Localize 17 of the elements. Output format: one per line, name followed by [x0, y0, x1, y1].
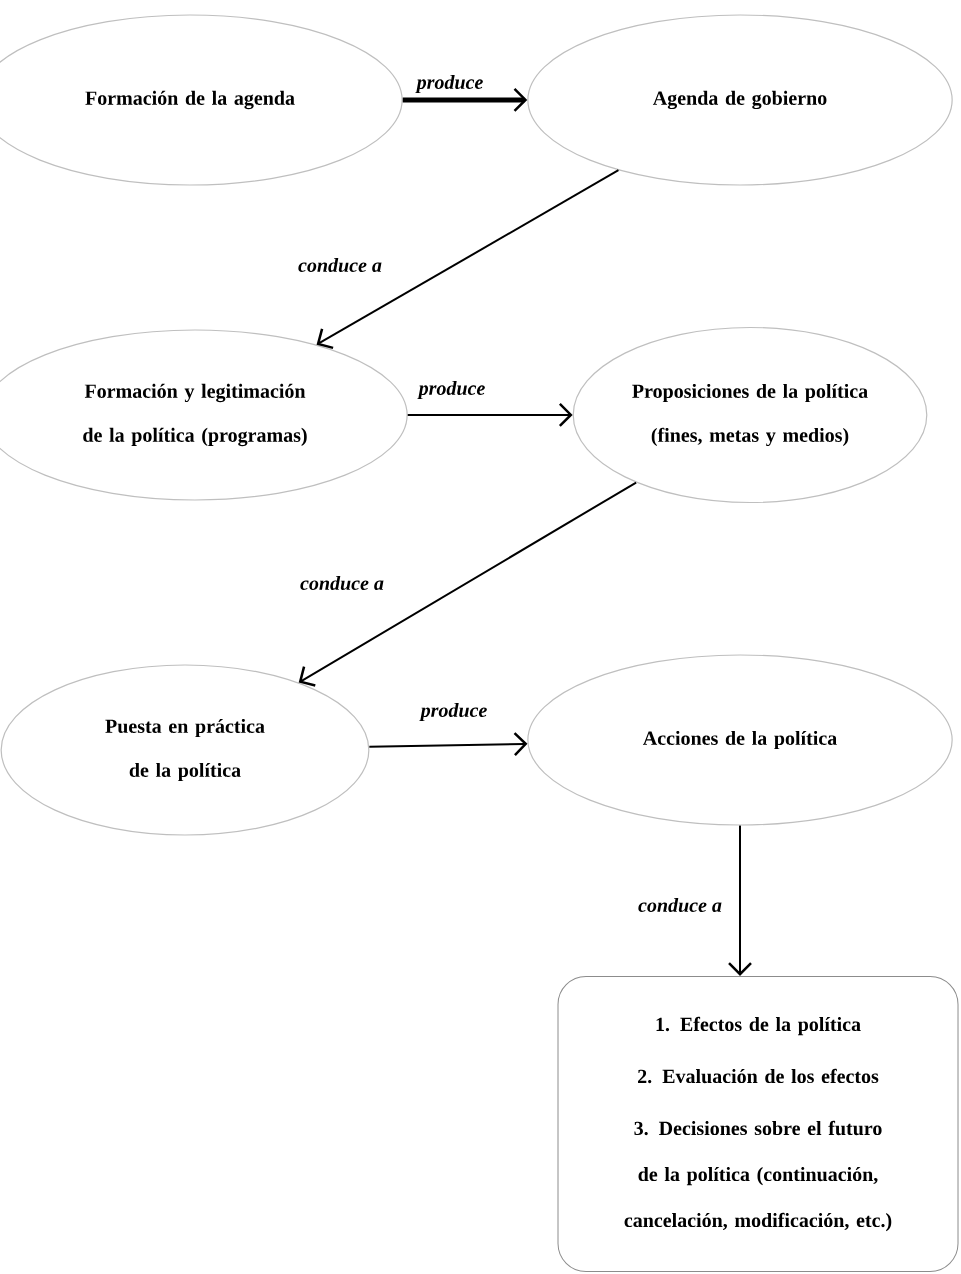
arrow [316, 169, 620, 350]
edge-label: produce [418, 700, 490, 724]
edge-label: conduce a [296, 255, 384, 275]
ellipse-node: Agenda de gobierno [527, 14, 953, 186]
process-box: 1. Efectos de la política 2. Evaluación de los efectos 3. Decisiones sobre el futuro de la política (continuación, cancelación, modificación, etc.) [557, 976, 959, 1272]
arrow [368, 732, 528, 756]
ellipse-node: Puesta en práctica de la política [0, 664, 370, 836]
ellipse-node: Proposiciones de la política (fines, metas y medios) [572, 326, 928, 504]
arrow [402, 88, 528, 112]
arrow [298, 481, 638, 687]
arrow [728, 824, 752, 976]
edge-label: produce [416, 378, 488, 402]
ellipse-node: Acciones de la política [527, 654, 953, 826]
edge-label: produce [414, 72, 486, 96]
edge-label: conduce a [636, 895, 724, 915]
edge-label: conduce a [298, 573, 386, 593]
arrow [406, 403, 573, 427]
